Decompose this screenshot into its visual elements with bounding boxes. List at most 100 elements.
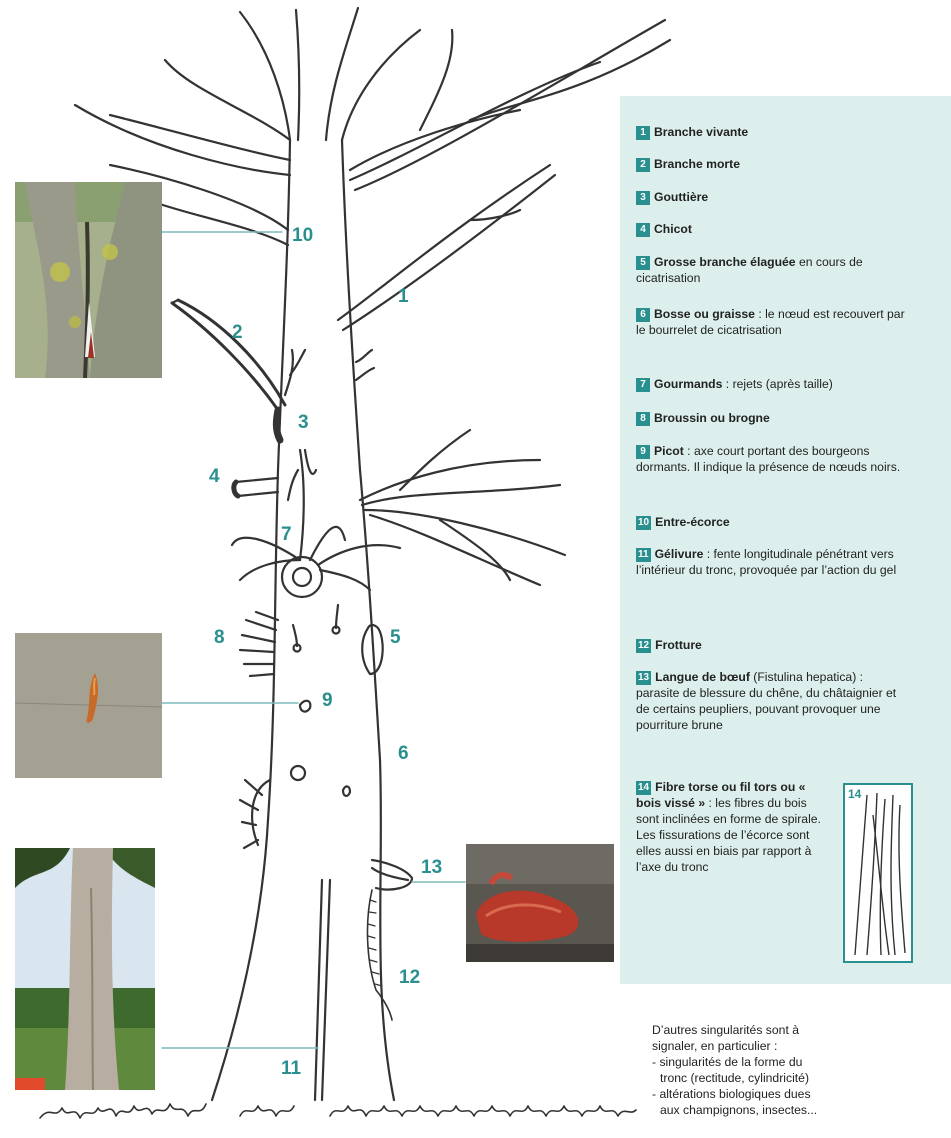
legend-number: 5: [636, 256, 650, 270]
legend-term: Frotture: [655, 638, 702, 652]
gourmands: [288, 470, 298, 500]
legend-item-9: 9Picot : axe court portant des bourgeons…: [636, 443, 906, 475]
knot: [343, 786, 350, 796]
legend-number: 12: [636, 639, 651, 653]
legend-number: 3: [636, 191, 650, 205]
gourmand-boss: [282, 557, 322, 597]
chicot-stub: [356, 368, 374, 380]
twisted-fibre-inset: 14: [843, 783, 913, 963]
callout-9: 9: [322, 690, 333, 712]
right-spray-branch: [365, 510, 565, 555]
legend-number: 4: [636, 223, 650, 237]
lower-broussin: [240, 780, 270, 848]
legend-item-10: 10Entre-écorce: [636, 514, 906, 530]
picot-bud: [333, 627, 340, 634]
legend-term: Bosse ou graisse: [654, 307, 755, 321]
note-line: D’autres singularités sont à: [652, 1022, 942, 1038]
callout-5: 5: [390, 627, 401, 649]
legend-item-4: 4Chicot: [636, 221, 906, 237]
note-line: signaler, en particulier :: [652, 1038, 942, 1054]
crown-branch: [342, 30, 420, 140]
callout-10: 10: [292, 225, 313, 247]
right-spray-branch: [362, 485, 560, 505]
legend-item-8: 8 Broussin ou brogne: [636, 410, 906, 426]
legend-number: 13: [636, 671, 651, 685]
callout-2: 2: [232, 322, 243, 344]
crown-branch: [296, 10, 299, 140]
callout-12: 12: [399, 967, 420, 989]
gourmands: [318, 545, 400, 565]
right-spray-branch: [400, 430, 470, 490]
callout-8: 8: [214, 627, 225, 649]
gourmands: [305, 450, 316, 474]
gourmands: [240, 560, 300, 580]
legend-number: 7: [636, 378, 650, 392]
legend-number: 14: [636, 781, 651, 795]
callout-1: 1: [398, 286, 409, 308]
gelivure: [315, 880, 322, 1100]
gourmand-boss-inner: [293, 568, 311, 586]
callout-4: 4: [209, 466, 220, 488]
callout-11: 11: [281, 1058, 301, 1080]
legend-term: Gourmands: [654, 377, 722, 391]
legend-item-11: 11Gélivure : fente longitudinale pénétra…: [636, 546, 906, 578]
gelivure: [322, 880, 330, 1100]
crown-branch: [326, 8, 358, 140]
dead-branch: [172, 303, 278, 410]
legend-item-2: 2 Branche morte: [636, 156, 906, 172]
picot: [293, 625, 297, 646]
chicot-stub: [236, 478, 278, 482]
picot-bud: [294, 645, 301, 652]
legend-number: 8: [636, 412, 650, 426]
photo-gelivure: [15, 848, 155, 1090]
crown-branch: [240, 12, 290, 140]
chicot-stub: [238, 492, 278, 496]
gouttiere-mark: [276, 410, 280, 440]
crown-branch: [420, 30, 452, 130]
legend-term: Gouttière: [654, 190, 708, 204]
legend-term: Picot: [654, 444, 684, 458]
note-line: aux champignons, insectes...: [652, 1102, 942, 1118]
photo-entre-ecorce: [15, 182, 162, 378]
callout-6: 6: [398, 743, 409, 765]
legend-item-1: 1Branche vivante: [636, 124, 906, 140]
callout-3: 3: [298, 412, 309, 434]
broussin: [240, 612, 278, 676]
legend-item-13: 13Langue de bœuf (Fistulina hepatica) : …: [636, 669, 906, 733]
callout-7: 7: [281, 524, 292, 546]
bottom-note: D’autres singularités sont à signaler, e…: [652, 1022, 942, 1118]
legend-number: 9: [636, 445, 650, 459]
ground-grass: [330, 1106, 636, 1116]
chicot-stub: [356, 350, 372, 362]
legend-term: Gélivure: [655, 547, 704, 561]
crown-branch: [165, 60, 290, 140]
living-branch: [338, 165, 550, 320]
photo-langue-de-boeuf: [466, 844, 614, 962]
legend-term: Grosse branche élaguée: [654, 255, 796, 269]
gourmands: [320, 570, 370, 590]
legend-number: 6: [636, 308, 650, 322]
knot: [291, 766, 305, 780]
legend-desc: : rejets (après taille): [722, 377, 832, 391]
picot: [336, 605, 338, 628]
chicot-end: [234, 482, 238, 496]
dead-branch-stub: [172, 300, 178, 303]
photo-picot: [15, 633, 162, 778]
bracket-fungus: [372, 860, 412, 890]
living-branch: [343, 175, 555, 330]
picot-9: [300, 701, 310, 712]
right-spray-branch: [370, 515, 540, 585]
note-line: tronc (rectitude, cylindricité): [652, 1070, 942, 1086]
legend-term: Branche vivante: [654, 125, 748, 139]
legend-item-5: 5Grosse branche élaguée en cours de cica…: [636, 254, 906, 286]
legend-number: 2: [636, 158, 650, 172]
twisted-fibre-lines: [845, 785, 911, 961]
legend-item-6: 6Bosse ou graisse : le nœud est recouver…: [636, 306, 906, 338]
callout-13: 13: [421, 857, 442, 879]
legend-term: Broussin ou brogne: [654, 411, 770, 425]
legend-term: Branche morte: [654, 157, 740, 171]
legend-item-3: 3 Gouttière: [636, 189, 906, 205]
crown-branch: [75, 105, 290, 175]
note-line: - altérations biologiques dues: [652, 1086, 942, 1102]
legend-item-7: 7 Gourmands : rejets (après taille): [636, 376, 906, 392]
